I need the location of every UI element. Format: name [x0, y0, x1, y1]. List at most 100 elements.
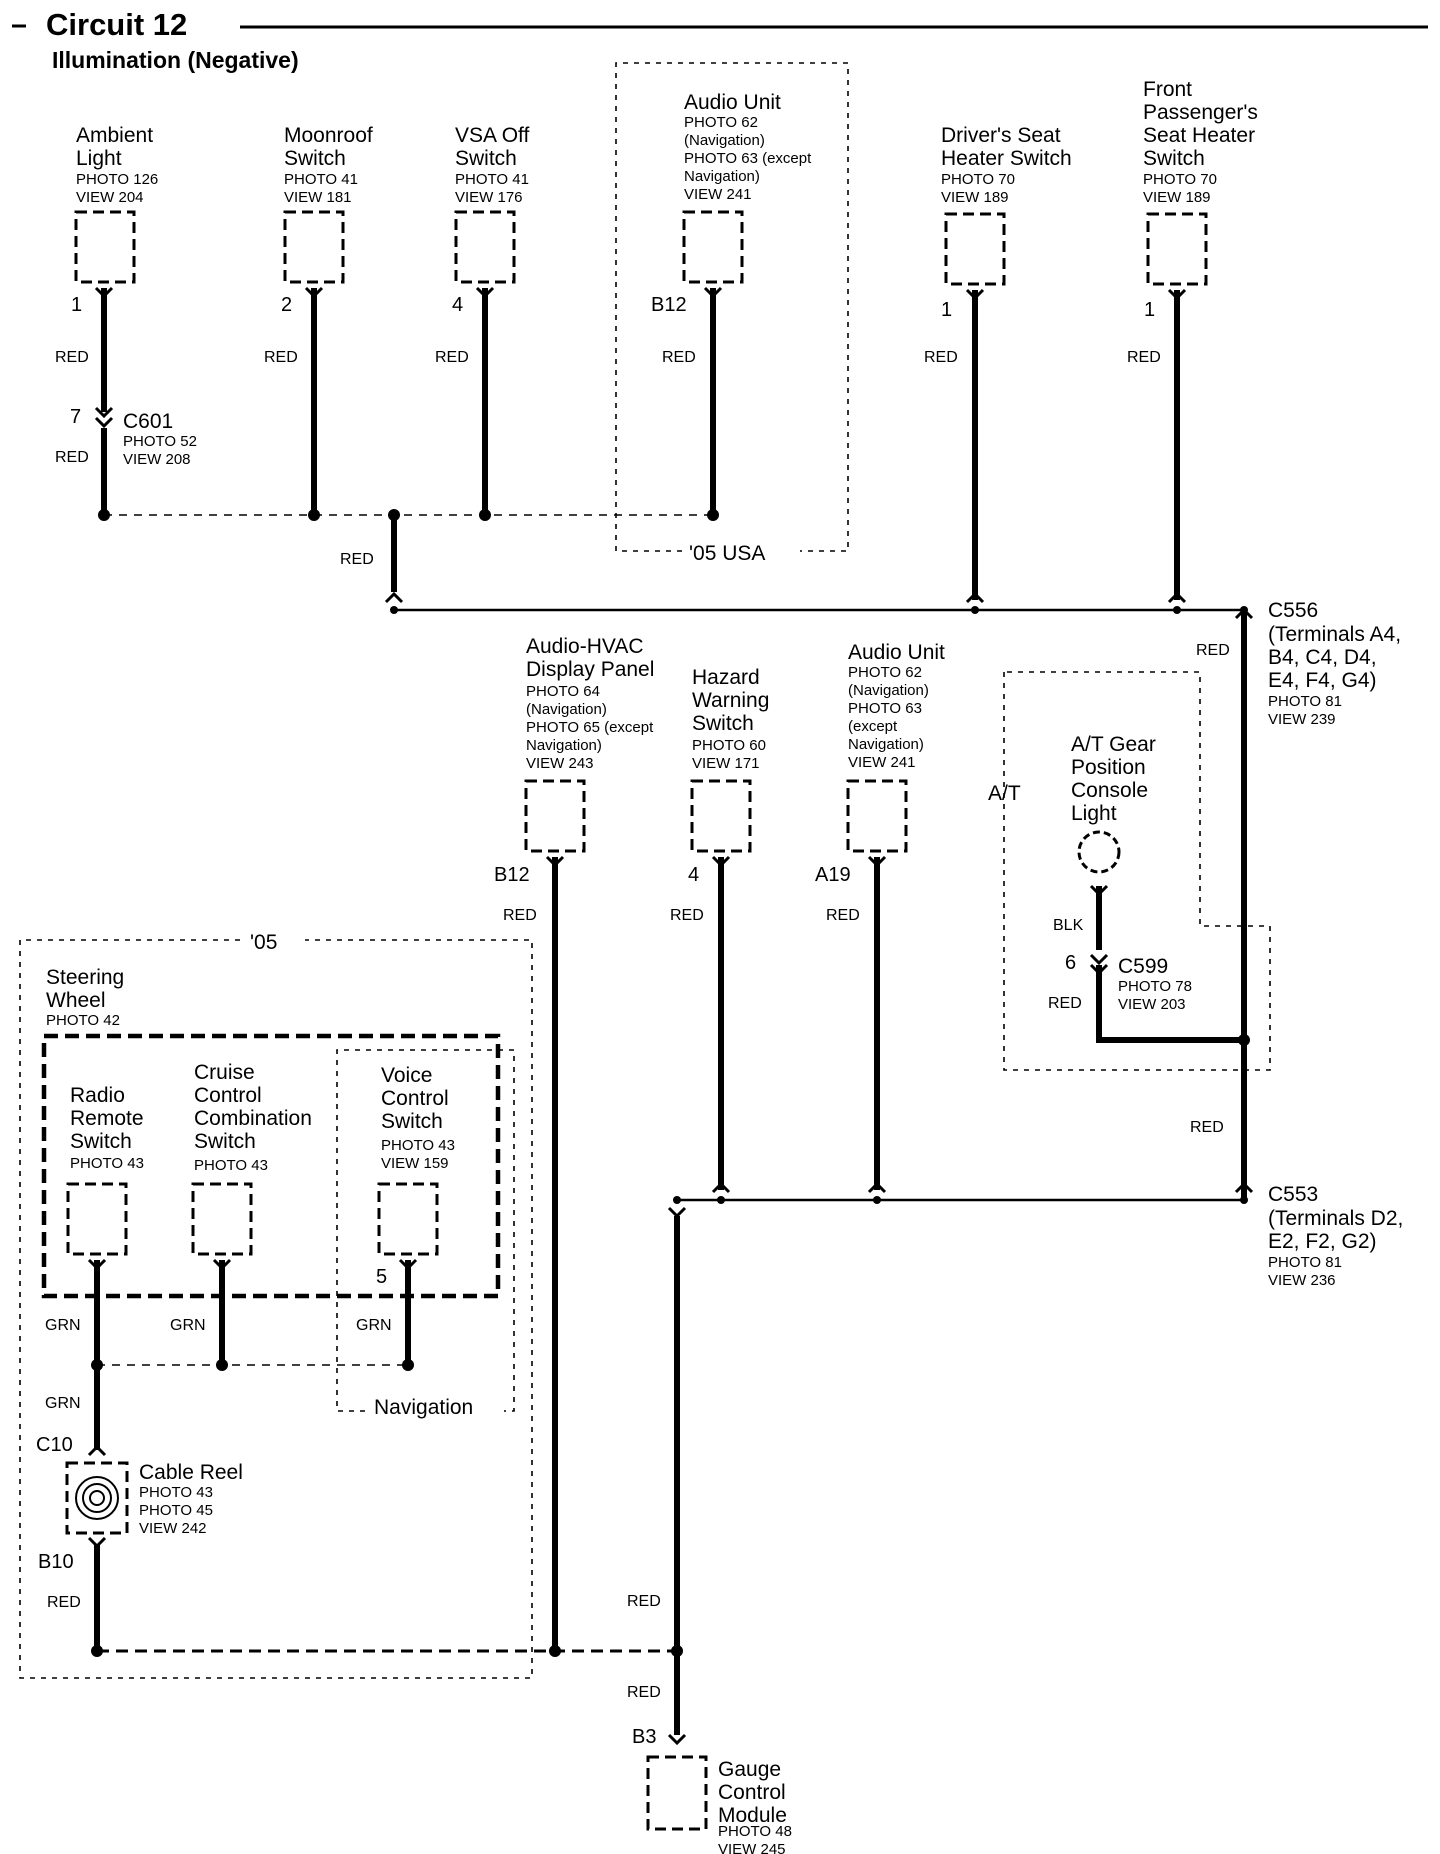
- cruise-control-wire: GRN: [170, 1317, 206, 1334]
- audio-unit-top-connector: [682, 210, 744, 284]
- cruise-control-refs: PHOTO 43: [194, 1157, 268, 1174]
- splice: [216, 1359, 228, 1371]
- gauge-wire-bottom: RED: [627, 1684, 661, 1701]
- drivers-seat-heater-connector: [944, 212, 1006, 286]
- front-passenger-seat-heater-wire: RED: [1127, 349, 1161, 366]
- drivers-seat-heater-pin: 1: [941, 299, 952, 321]
- audio-unit-mid-pin: A19: [815, 864, 851, 886]
- zone-05-usa: '05 USA: [615, 62, 849, 565]
- vsa-off-switch-wire: RED: [435, 349, 469, 366]
- voice-control-wire: GRN: [356, 1317, 392, 1334]
- radio-remote-connector: [66, 1182, 128, 1256]
- splice: [1240, 1196, 1248, 1204]
- c601-wire-below: RED: [55, 449, 89, 466]
- gauge-wire-top: RED: [627, 1593, 661, 1610]
- splice: [308, 509, 320, 521]
- splice: [971, 606, 979, 614]
- audio-hvac-display-connector: [524, 779, 586, 853]
- steering-wheel-refs: PHOTO 42: [46, 1012, 120, 1029]
- trunk-lower-wire: RED: [1190, 1119, 1224, 1136]
- audio-unit-mid-wire: RED: [826, 907, 860, 924]
- cable-reel-pin-bottom: B10: [38, 1551, 74, 1573]
- audio-unit-mid-connector: [846, 779, 908, 853]
- splice: [479, 509, 491, 521]
- zone-05-usa-label: '05 USA: [689, 542, 765, 565]
- hazard-warning-connector: [690, 779, 752, 853]
- hazard-warning-pin: 4: [688, 864, 699, 886]
- zone-at: A/T: [988, 671, 1271, 1071]
- front-passenger-seat-heater-connector: [1146, 212, 1208, 286]
- front-passenger-seat-heater-pin: 1: [1144, 299, 1155, 321]
- c601-pin: 7: [70, 406, 81, 428]
- page-subtitle: Illumination (Negative): [52, 47, 299, 73]
- voice-control-pin: 5: [376, 1266, 387, 1288]
- splice: [673, 1196, 681, 1204]
- splice: [873, 1196, 881, 1204]
- splice: [390, 606, 398, 614]
- c556-refs: (Terminals A4,B4, C4, D4,E4, F4, G4): [1268, 623, 1401, 692]
- moonroof-switch-wire: RED: [264, 349, 298, 366]
- audio-unit-mid: Audio Unit PHOTO 62(Navigation)PHOTO 63(…: [815, 641, 945, 924]
- gauge-pin: B3: [632, 1726, 656, 1748]
- audio-unit-top: Audio Unit PHOTO 62(Navigation)PHOTO 63 …: [651, 91, 812, 366]
- splice: [1238, 1034, 1250, 1046]
- vsa-off-switch-connector: [454, 210, 516, 284]
- splice: [549, 1645, 561, 1657]
- splice: [707, 509, 719, 521]
- trunk-upper-wire: RED: [1196, 642, 1230, 659]
- page-title: Circuit 12: [46, 7, 187, 42]
- zone-05-label: '05: [250, 931, 277, 954]
- cable-reel-wire-bottom: RED: [47, 1594, 81, 1611]
- splice: [1240, 606, 1248, 614]
- splice: [91, 1645, 103, 1657]
- cable-reel-pin-top: C10: [36, 1434, 73, 1456]
- cable-reel-name: Cable Reel: [139, 1461, 243, 1484]
- c556-connector: C556 (Terminals A4,B4, C4, D4,E4, F4, G4…: [1196, 599, 1401, 728]
- gauge-control-connector: [646, 1755, 708, 1831]
- audio-unit-mid-name: Audio Unit: [848, 641, 945, 664]
- audio-hvac-wire: RED: [503, 907, 537, 924]
- splice: [388, 509, 400, 521]
- vsa-off-switch-pin: 4: [452, 294, 463, 316]
- moonroof-switch-connector: [283, 210, 345, 284]
- splice: [1173, 606, 1181, 614]
- at-gear-wire-blk: BLK: [1053, 917, 1084, 934]
- radio-remote-wire: GRN: [45, 1317, 81, 1334]
- moonroof-switch-pin: 2: [281, 294, 292, 316]
- cable-reel-icon: [65, 1461, 129, 1535]
